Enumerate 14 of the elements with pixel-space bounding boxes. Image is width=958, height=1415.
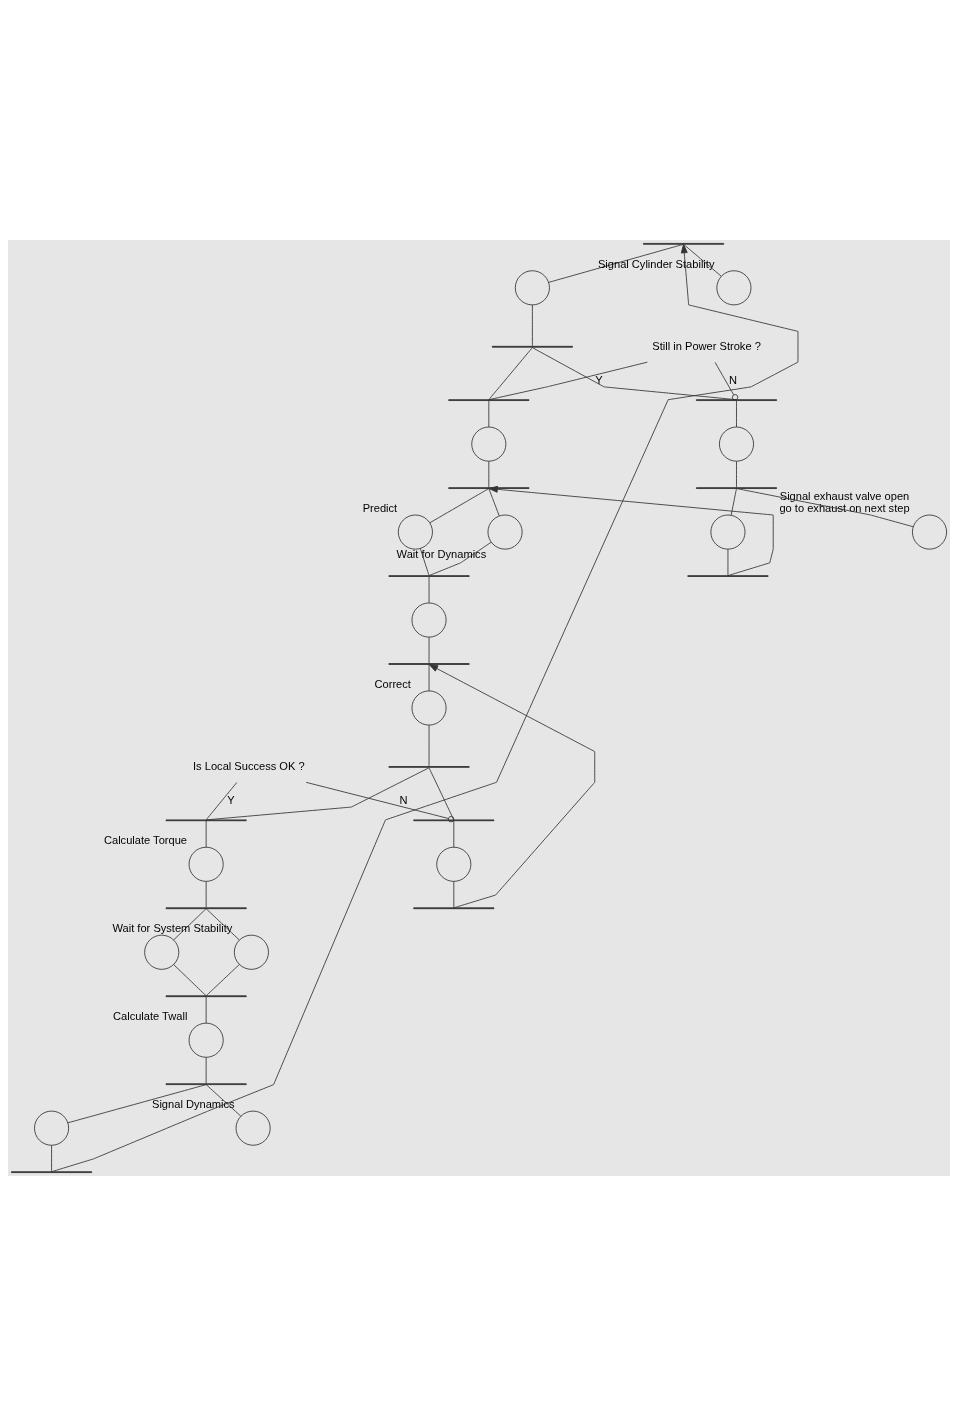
node-text: Still in Power Stroke ? [652, 339, 761, 352]
edge-label: Y [227, 793, 235, 806]
edge-label: Y [595, 373, 603, 386]
node-label: Calculate Torque [103, 833, 188, 846]
node-label: Predict [362, 501, 398, 514]
node-label: go to exhaust on next step [779, 501, 910, 514]
edge-label: N [729, 373, 738, 386]
node-label: Calculate Twall [113, 1009, 188, 1022]
node-label: Wait for Dynamics [396, 547, 487, 560]
node-label: Signal exhaust valve open [779, 489, 910, 502]
node-text: Is Local Success OK ? [193, 759, 305, 772]
node-label: Wait for System Stability [112, 921, 233, 934]
edge-label: N [399, 793, 408, 806]
node-label: Correct [374, 677, 411, 690]
